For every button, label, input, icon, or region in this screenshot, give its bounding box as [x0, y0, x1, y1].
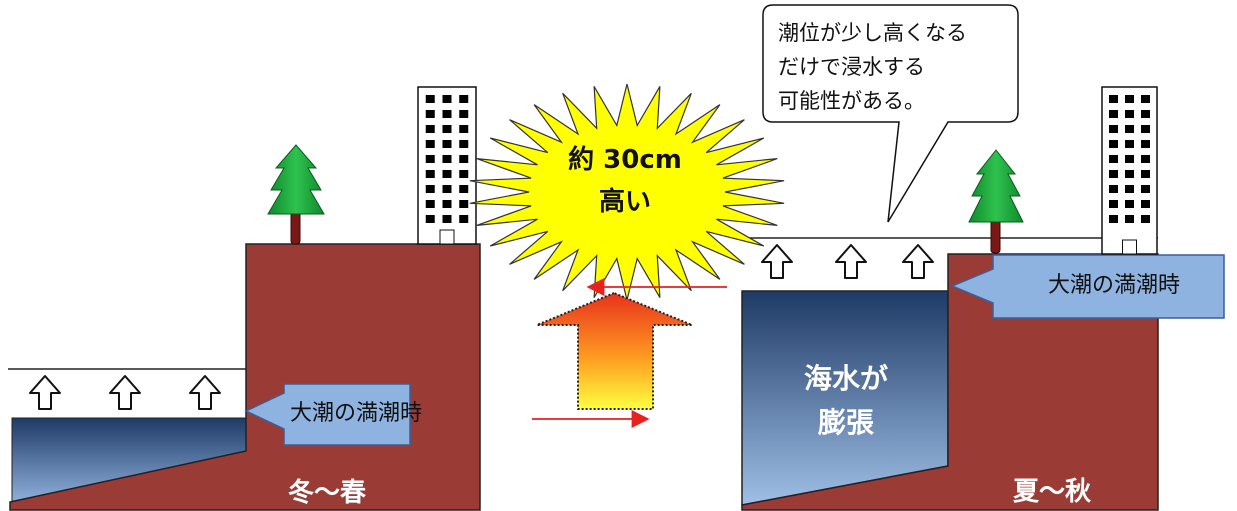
building-window: [442, 125, 452, 133]
building-window: [1141, 110, 1150, 118]
building-window: [442, 95, 452, 103]
building-window: [459, 110, 469, 118]
summer-spring-tide-label: 大潮の満潮時: [1048, 273, 1180, 298]
building-window: [1125, 140, 1134, 148]
building-window: [1109, 110, 1118, 118]
winter-scene: 大潮の満潮時 冬～春: [8, 86, 481, 511]
building-window: [1125, 125, 1134, 133]
building-window: [442, 185, 452, 193]
up-arrow-icon: [761, 244, 793, 279]
building-window: [442, 215, 452, 223]
building-door: [439, 229, 455, 245]
building-window: [442, 200, 452, 208]
building-window: [459, 215, 469, 223]
callout-line1: 潮位が少し高くなる: [778, 21, 967, 45]
building-window: [1141, 185, 1150, 193]
building-window: [442, 155, 452, 163]
up-arrow-icon: [109, 375, 141, 410]
speech-callout: [762, 4, 1019, 223]
building-window: [1109, 125, 1118, 133]
building-window: [425, 155, 435, 163]
up-arrow-icon: [835, 244, 867, 279]
building-window: [459, 125, 469, 133]
building-window: [425, 200, 435, 208]
building-window: [459, 155, 469, 163]
up-arrow-icon: [189, 375, 221, 410]
building-window: [1141, 95, 1150, 103]
building-window: [1125, 95, 1134, 103]
building-icon: [1101, 86, 1158, 255]
burst-label-line1: 約 30cm: [568, 144, 682, 175]
summer-season-label: 夏～秋: [1013, 477, 1092, 507]
building-window: [1109, 200, 1118, 208]
building-window: [1109, 155, 1118, 163]
heat-up-arrow: [536, 291, 693, 410]
winter-season-label: 冬～春: [288, 478, 366, 508]
building-window: [1125, 170, 1134, 178]
winter-rise-arrows: [29, 375, 221, 410]
building-window: [459, 185, 469, 193]
building-window: [1125, 185, 1134, 193]
building-window: [425, 140, 435, 148]
building-window: [425, 125, 435, 133]
tree-icon: [267, 144, 325, 245]
building-window: [1141, 125, 1150, 133]
building-window: [459, 95, 469, 103]
building-window: [425, 95, 435, 103]
summer-spring-tide-callout: [950, 254, 1225, 319]
building-window: [425, 110, 435, 118]
building-window: [442, 110, 452, 118]
building-window: [442, 140, 452, 148]
building-window: [425, 185, 435, 193]
building-window: [1125, 200, 1134, 208]
up-arrow-icon: [29, 375, 61, 410]
callout-line2: だけで浸水する: [778, 55, 925, 79]
seawater-label-line1: 海水が: [804, 362, 888, 395]
building-window: [442, 170, 452, 178]
building-window: [1109, 140, 1118, 148]
up-arrow-icon: [902, 244, 934, 279]
building-window: [459, 140, 469, 148]
building-window: [425, 170, 435, 178]
building-icon: [417, 86, 477, 245]
building-door: [1122, 239, 1137, 255]
building-window: [1109, 170, 1118, 178]
callout-line3: 可能性がある。: [778, 89, 925, 113]
building-window: [1141, 140, 1150, 148]
building-window: [1141, 200, 1150, 208]
summer-rise-arrows: [761, 244, 934, 279]
building-window: [1125, 110, 1134, 118]
building-window: [459, 200, 469, 208]
building-window: [1141, 155, 1150, 163]
building-window: [1109, 185, 1118, 193]
tree-icon: [968, 149, 1024, 254]
seawater-label-line2: 膨張: [817, 406, 874, 439]
winter-spring-tide-label: 大潮の満潮時: [290, 401, 422, 426]
building-window: [1109, 95, 1118, 103]
building-window: [459, 170, 469, 178]
building-window: [1109, 215, 1118, 223]
summer-scene: 海水が 膨張 大潮の満潮時 夏～秋: [740, 86, 1225, 511]
burst-label-line2: 高い: [599, 186, 651, 217]
building-window: [1125, 215, 1134, 223]
building-window: [1125, 155, 1134, 163]
building-window: [1141, 215, 1150, 223]
building-window: [425, 215, 435, 223]
winter-spring-tide-callout: [244, 383, 411, 446]
building-window: [1141, 170, 1150, 178]
